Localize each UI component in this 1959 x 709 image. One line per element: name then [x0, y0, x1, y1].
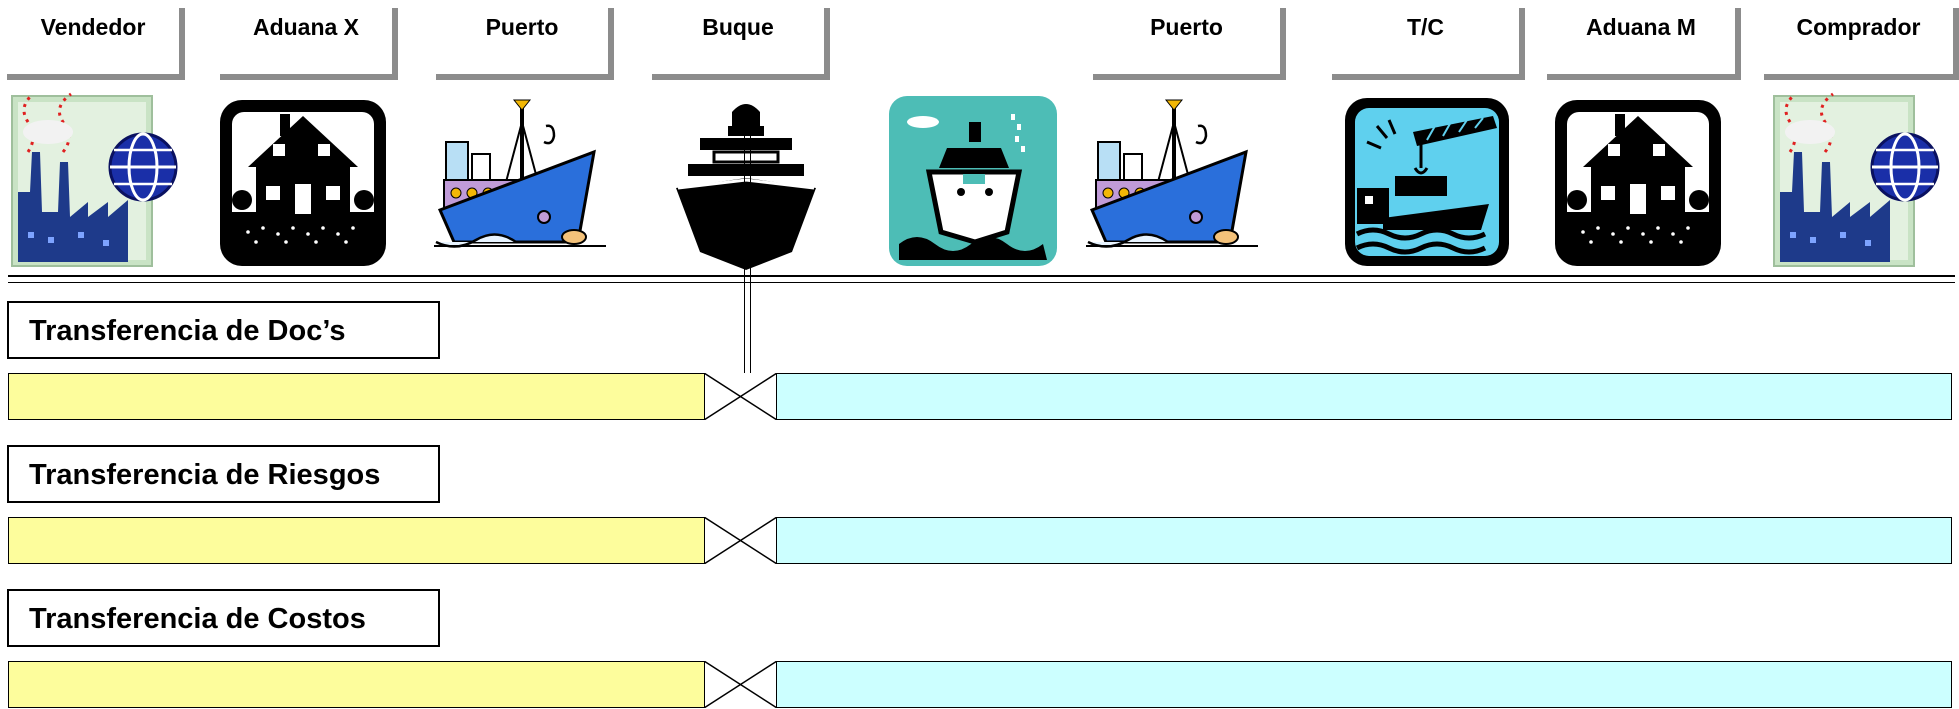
header-puerto-destino: Puerto — [1093, 0, 1286, 80]
header-label: T/C — [1406, 14, 1445, 40]
header-puerto-origen: Puerto — [436, 0, 614, 80]
factory-globe-icon — [1773, 92, 1940, 267]
customs-house-icon — [1555, 100, 1721, 266]
header-label: Comprador — [1796, 14, 1921, 40]
buyer-bar — [776, 661, 1952, 708]
header-tc: T/C — [1332, 0, 1525, 80]
header-label: Aduana X — [252, 14, 360, 40]
buyer-bar — [776, 373, 1952, 420]
separator-line — [8, 282, 1955, 283]
header-label: Aduana M — [1586, 14, 1696, 40]
transfer-cross — [703, 517, 778, 564]
header-label: Puerto — [1150, 14, 1223, 40]
customs-house-icon — [220, 100, 386, 266]
header-aduana-x: Aduana X — [220, 0, 398, 80]
port-ship-icon — [434, 99, 606, 248]
separator-line — [8, 275, 1955, 277]
header-label: Puerto — [485, 14, 559, 40]
ship-bow-icon — [676, 104, 816, 270]
ship-at-sea-icon — [889, 96, 1057, 266]
factory-globe-icon — [11, 92, 178, 267]
crane-terminal-icon — [1345, 98, 1509, 266]
seller-bar — [8, 373, 705, 420]
header-label: Vendedor — [40, 14, 146, 40]
transfer-point-line — [744, 110, 751, 373]
header-comprador: Comprador — [1764, 0, 1959, 80]
seller-bar — [8, 517, 705, 564]
header-vendedor: Vendedor — [7, 0, 185, 80]
section-label-riesgos: Transferencia de Riesgos — [7, 445, 440, 503]
buyer-bar — [776, 517, 1952, 564]
port-ship-icon — [1086, 99, 1258, 248]
transfer-cross — [703, 373, 778, 420]
header-buque: Buque — [652, 0, 830, 80]
transfer-cross — [703, 661, 778, 708]
section-label-docs: Transferencia de Doc’s — [7, 301, 440, 359]
header-label: Buque — [702, 14, 774, 40]
seller-bar — [8, 661, 705, 708]
section-label-costos: Transferencia de Costos — [7, 589, 440, 647]
header-aduana-m: Aduana M — [1547, 0, 1741, 80]
